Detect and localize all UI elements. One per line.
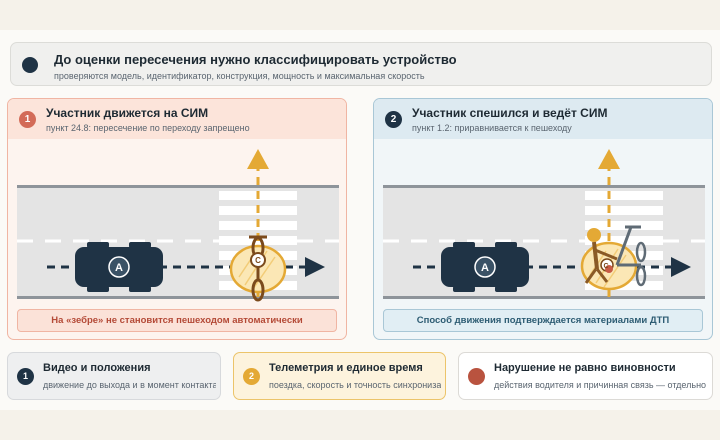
warning-dot-icon	[468, 368, 485, 385]
car-icon	[75, 242, 163, 292]
step-badge: 1	[17, 368, 34, 385]
step-badge: 1	[19, 111, 36, 128]
panel-subtitle: пункт 24.8: пересечение по переходу запр…	[46, 123, 250, 133]
road-edge-bottom	[17, 296, 339, 299]
car-icon	[441, 242, 529, 292]
road-edge-bottom	[383, 296, 705, 299]
crossing-direction-arrow-icon	[598, 149, 620, 169]
scenario-riding-panel: 1 Участник движется на СИМ пункт 24.8: п…	[7, 98, 347, 340]
evidence-card-telemetry: 2 Телеметрия и единое время поездка, ско…	[233, 352, 446, 400]
rider-label: С	[603, 263, 608, 270]
rider-label: С	[255, 256, 261, 265]
step-badge: 2	[385, 111, 402, 128]
diagram-sheet: До оценки пересечения нужно классифициро…	[0, 30, 720, 410]
crossing-direction-arrow-icon	[247, 149, 269, 169]
panel-title: Участник движется на СИМ	[46, 106, 209, 120]
classification-header: До оценки пересечения нужно классифициро…	[10, 42, 712, 86]
panel-title: Участник спешился и ведёт СИМ	[412, 106, 608, 120]
card-subtitle: поездка, скорость и точность синхронизац…	[269, 380, 441, 390]
card-title: Нарушение не равно виновности	[494, 362, 676, 374]
evidence-card-video: 1 Видео и положения движение до выхода и…	[7, 352, 221, 400]
crossing-scene-riding: A С	[17, 149, 339, 302]
car-label: A	[115, 262, 123, 274]
scooter-rider-icon	[229, 235, 287, 302]
car-direction-arrow-icon	[305, 257, 325, 277]
crossing-scene-walking: A С	[383, 149, 705, 299]
panel-note: На «зебре» не становится пешеходом автом…	[17, 309, 337, 332]
card-title: Видео и положения	[43, 362, 151, 374]
header-title: До оценки пересечения нужно классифициро…	[54, 52, 457, 67]
page-bottom-margin	[0, 410, 720, 440]
car-direction-arrow-icon	[671, 257, 691, 277]
scenario-walking-panel: 2 Участник спешился и ведёт СИМ пункт 1.…	[373, 98, 713, 340]
step-badge: 2	[243, 368, 260, 385]
card-title: Телеметрия и единое время	[269, 362, 423, 374]
pedestrian-pushing-scooter-icon	[580, 225, 647, 291]
road-edge-top	[383, 185, 705, 188]
panel-header: 1 Участник движется на СИМ пункт 24.8: п…	[8, 99, 346, 139]
header-subtitle: проверяются модель, идентификатор, конст…	[54, 71, 425, 81]
panel-header: 2 Участник спешился и ведёт СИМ пункт 1.…	[374, 99, 712, 139]
car-label: A	[481, 262, 489, 274]
evidence-card-liability: Нарушение не равно виновности действия в…	[458, 352, 713, 400]
card-subtitle: действия водителя и причинная связь — от…	[494, 380, 707, 390]
panel-subtitle: пункт 1.2: приравнивается к пешеходу	[412, 123, 572, 133]
header-bullet-icon	[22, 57, 38, 73]
card-subtitle: движение до выхода и в момент контакта	[43, 380, 216, 390]
road-edge-top	[17, 185, 339, 188]
panel-note: Способ движения подтверждается материала…	[383, 309, 703, 332]
